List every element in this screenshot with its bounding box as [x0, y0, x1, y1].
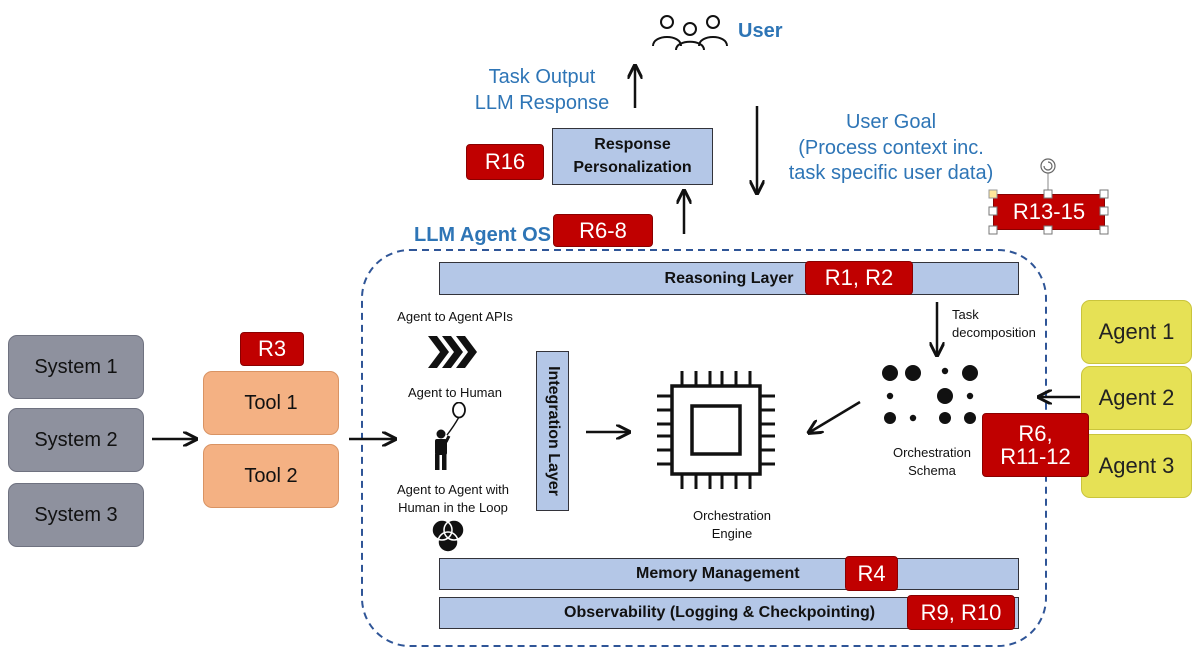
dots-grid-icon: [880, 362, 980, 433]
tag-r16: R16: [466, 144, 544, 180]
user-label: User: [738, 20, 783, 42]
tag-r6-r11-12: R6, R11-12: [982, 413, 1089, 477]
user-goal-line3: task specific user data): [788, 162, 994, 185]
response-personalization-line1: Response: [594, 136, 671, 154]
tag-r6-8: R6-8: [553, 214, 653, 247]
llm-agent-os-label: LLM Agent OS: [414, 224, 552, 246]
users-icon: [648, 12, 732, 51]
tool-2: Tool 2: [203, 444, 339, 508]
a2a-apis-label: Agent to Agent APIs: [397, 309, 513, 324]
tag-r6-line1: R6,: [1018, 420, 1053, 446]
orchestration-schema-label: Orchestration Schema: [862, 444, 1002, 479]
integration-layer: Integration Layer: [536, 351, 569, 511]
orchestration-engine-line1: Orchestration: [692, 508, 772, 523]
memory-management-label: Memory Management: [636, 565, 800, 582]
memory-management-layer: Memory Management: [439, 558, 1019, 590]
tag-r6-line2: R11-12: [1000, 444, 1071, 469]
orchestration-schema-line2: Schema: [908, 462, 956, 478]
reasoning-layer: Reasoning Layer: [439, 262, 1019, 295]
system-2: System 2: [8, 408, 144, 472]
orchestration-schema-line1: Orchestration: [892, 445, 972, 460]
person-balloon-icon: [430, 401, 470, 477]
tool-1: Tool 1: [203, 371, 339, 435]
a2a-hitl-line2: Human in the Loop: [398, 499, 508, 515]
user-goal-line1: User Goal: [845, 111, 937, 133]
arrow-schema-to-engine: [810, 400, 861, 432]
tag-r9-r10: R9, R10: [907, 595, 1015, 630]
user-goal-label: User Goal (Process context inc. task spe…: [780, 110, 1002, 187]
chevrons-icon: [428, 336, 478, 373]
tag-r4: R4: [845, 556, 898, 591]
llm-agent-os-boundary: [361, 249, 1047, 647]
a2a-hitl-label: Agent to Agent with Human in the Loop: [378, 481, 528, 516]
tag-r1-r2: R1, R2: [805, 261, 913, 295]
task-output-label: Task Output LLM Response: [462, 64, 622, 116]
agent-2: Agent 2: [1081, 366, 1192, 430]
user-goal-line2: (Process context inc.: [798, 136, 984, 159]
task-output-line2: LLM Response: [474, 92, 610, 114]
venn-circles-icon: [428, 518, 468, 559]
response-personalization-box: Response Personalization: [552, 128, 713, 185]
tag-r3: R3: [240, 332, 304, 366]
a2h-label: Agent to Human: [408, 385, 502, 400]
integration-layer-label: Integration Layer: [544, 366, 562, 496]
a2a-hitl-line1: Agent to Agent with: [396, 482, 510, 497]
system-1: System 1: [8, 335, 144, 399]
agent-1: Agent 1: [1081, 300, 1192, 364]
agent-3: Agent 3: [1081, 434, 1192, 498]
task-decomposition-line2: decomposition: [952, 324, 1036, 340]
system-3: System 3: [8, 483, 144, 547]
task-decomposition-line1: Task: [952, 307, 979, 322]
observability-label: Observability (Logging & Checkpointing): [564, 604, 876, 621]
response-personalization-line2: Personalization: [573, 158, 692, 176]
orchestration-engine-label: Orchestration Engine: [662, 507, 802, 542]
selection-handles[interactable]: [983, 154, 1115, 240]
task-output-line1: Task Output: [488, 66, 596, 88]
task-decomposition-label: Task decomposition: [952, 306, 1036, 341]
orchestration-engine-line2: Engine: [711, 525, 753, 541]
chip-icon: [655, 369, 777, 496]
